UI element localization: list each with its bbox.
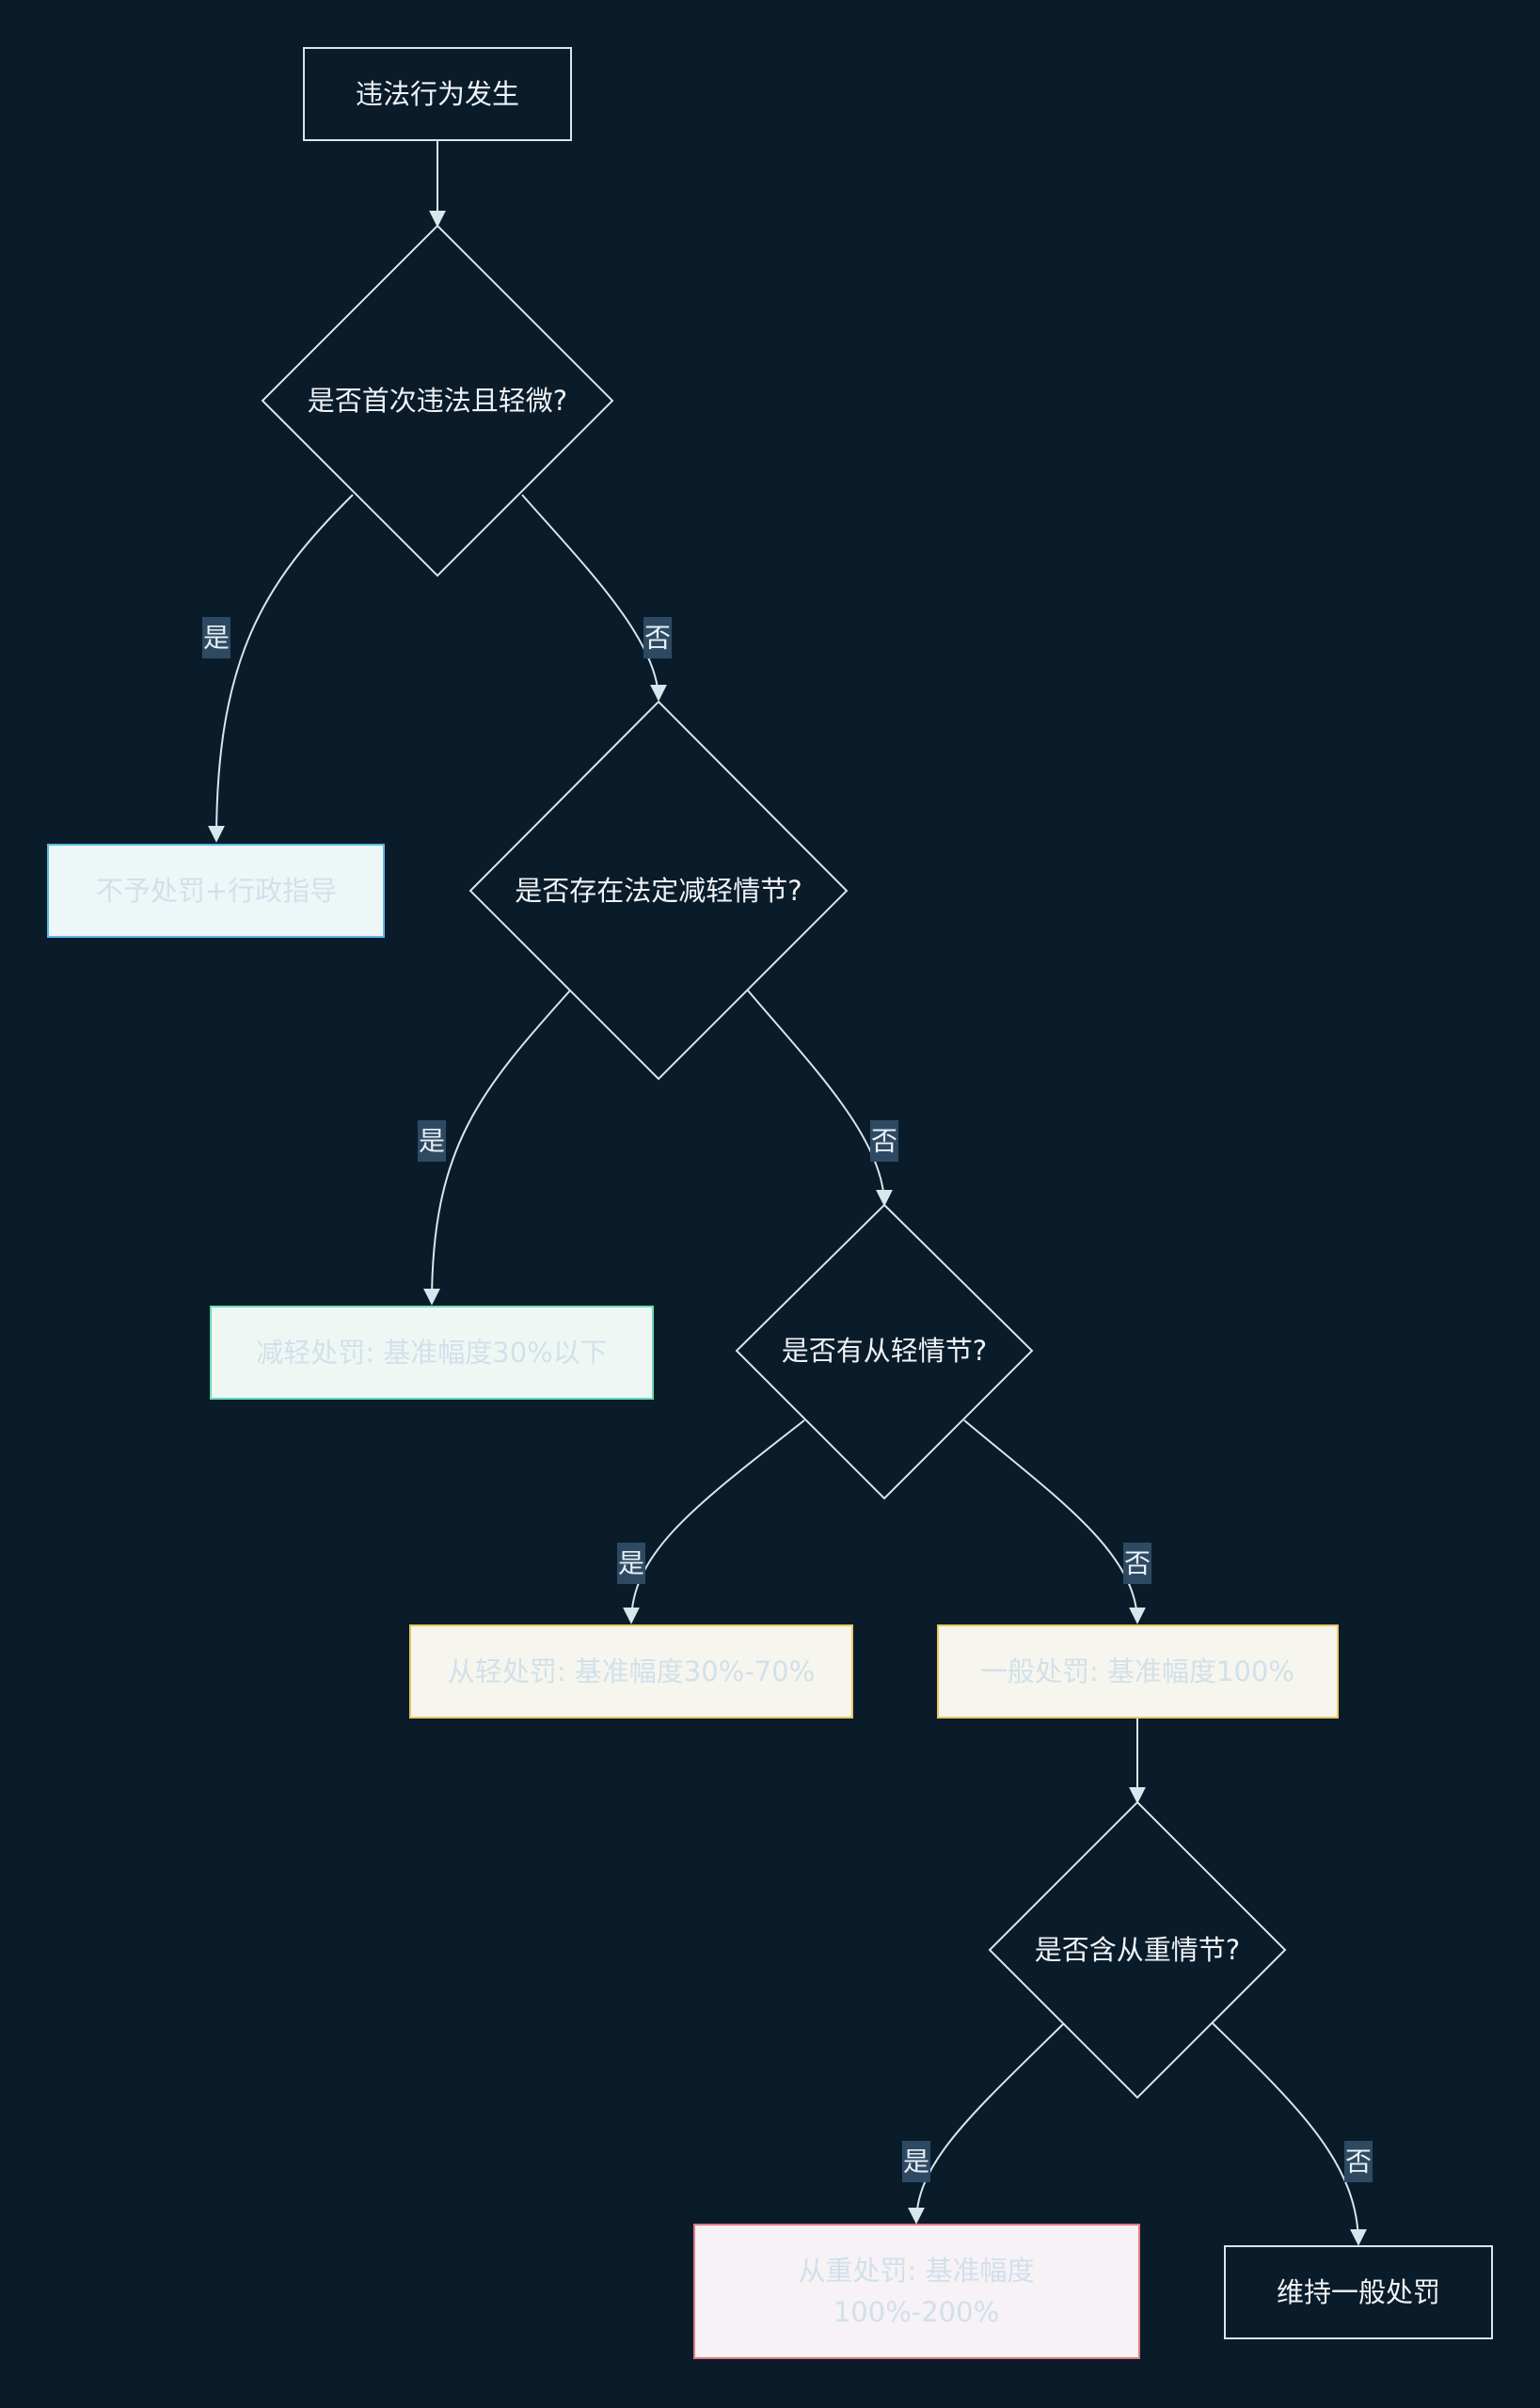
svg-text:是: 是: [618, 1548, 644, 1579]
decision-q4[interactable]: 是否含从重情节?: [988, 1800, 1287, 2099]
decision-q1[interactable]: 是否首次违法且轻微?: [261, 224, 614, 578]
decision-q4-label: 是否含从重情节?: [1035, 1934, 1240, 1966]
edge-q2-yes: [423, 990, 571, 1306]
node-general-label: 一般处罚: 基准幅度100%: [980, 1656, 1294, 1687]
edge-label-q4-yes: 是: [902, 2141, 930, 2182]
edge-q1-yes: [208, 494, 354, 843]
svg-text:是: 是: [903, 2147, 929, 2178]
svg-text:否: 否: [1345, 2147, 1372, 2178]
decision-q2-label: 是否存在法定减轻情节?: [515, 875, 802, 907]
node-no-penalty[interactable]: 不予处罚+行政指导: [47, 844, 385, 938]
decision-q3[interactable]: 是否有从轻情节?: [735, 1203, 1034, 1500]
edge-label-q2-yes: 是: [418, 1120, 446, 1162]
edge-q3-no: [963, 1419, 1146, 1624]
edge-q2-no: [747, 990, 893, 1207]
node-mitigated-label: 减轻处罚: 基准幅度30%以下: [256, 1337, 607, 1369]
node-general[interactable]: 一般处罚: 基准幅度100%: [937, 1624, 1339, 1719]
svg-text:是: 是: [203, 623, 230, 654]
decision-q1-label: 是否首次违法且轻微?: [308, 385, 567, 417]
svg-text:否: 否: [1124, 1548, 1151, 1579]
edge-q4-yes: [908, 2022, 1065, 2225]
node-keep-general[interactable]: 维持一般处罚: [1224, 2245, 1493, 2339]
node-start-label: 违法行为发生: [356, 78, 519, 110]
node-mitigated[interactable]: 减轻处罚: 基准幅度30%以下: [210, 1306, 654, 1400]
node-heavier-label-line2: 100%-200%: [834, 2296, 999, 2328]
node-no-penalty-label: 不予处罚+行政指导: [96, 875, 337, 907]
svg-text:是: 是: [419, 1126, 445, 1157]
node-start[interactable]: 违法行为发生: [303, 47, 572, 141]
node-keep-general-label: 维持一般处罚: [1277, 2276, 1440, 2308]
edge-q3-yes: [623, 1419, 805, 1624]
edge-label-q4-no: 否: [1344, 2141, 1373, 2182]
node-lighter[interactable]: 从轻处罚: 基准幅度30%-70%: [409, 1624, 853, 1719]
node-heavier[interactable]: 从重处罚: 基准幅度 100%-200%: [693, 2224, 1140, 2359]
decision-q3-label: 是否有从轻情节?: [782, 1335, 987, 1367]
edge-label-q1-yes: 是: [202, 617, 230, 658]
edge-label-q3-yes: 是: [617, 1543, 645, 1584]
edge-label-q3-no: 否: [1123, 1543, 1151, 1584]
svg-text:否: 否: [871, 1126, 897, 1157]
node-lighter-label: 从轻处罚: 基准幅度30%-70%: [448, 1656, 815, 1687]
edge-q4-no: [1212, 2022, 1367, 2246]
edge-label-q2-no: 否: [870, 1120, 898, 1162]
edge-q1-no: [521, 494, 667, 702]
node-heavier-label-line1: 从重处罚: 基准幅度: [799, 2255, 1035, 2287]
decision-q2[interactable]: 是否存在法定减轻情节?: [468, 700, 849, 1081]
svg-text:否: 否: [644, 623, 671, 654]
edge-label-q1-no: 否: [643, 617, 672, 658]
